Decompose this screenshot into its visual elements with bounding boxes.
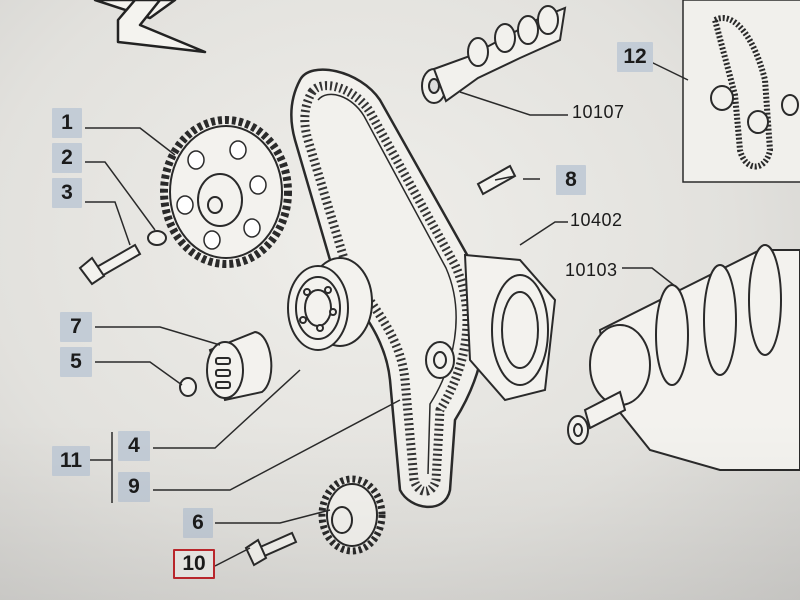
part-label-2[interactable]: 2 (52, 143, 82, 173)
part-label-8[interactable]: 8 (556, 165, 586, 195)
part-label-9[interactable]: 9 (118, 472, 150, 502)
part-label-1[interactable]: 1 (52, 108, 82, 138)
tensioner-bearing-drawing (287, 257, 373, 351)
pump-housing-drawing (425, 253, 557, 402)
part-label-4[interactable]: 4 (118, 431, 150, 461)
part-label-6[interactable]: 6 (183, 508, 213, 538)
inset-panel (682, 0, 800, 183)
part-label-5[interactable]: 5 (60, 347, 92, 377)
part-label-3[interactable]: 3 (52, 178, 82, 208)
camshaft-drawing (421, 5, 567, 104)
crankshaft-drawing (567, 244, 800, 471)
camshaft-sprocket-drawing (160, 116, 292, 268)
bolt-drawing (78, 243, 142, 286)
arrow-icon (93, 0, 207, 54)
leader-line-camshaft (459, 91, 568, 116)
leader-line-pump (519, 221, 568, 246)
part-label-10[interactable]: 10 (173, 549, 215, 579)
part-leader-lines (85, 127, 540, 567)
part-label-7[interactable]: 7 (60, 312, 92, 342)
leader-line-crankshaft (622, 267, 681, 291)
code-label-crankshaft[interactable]: 10103 (565, 260, 618, 280)
leader-line-inset (650, 61, 689, 81)
code-label-pump[interactable]: 10402 (570, 210, 623, 230)
idler-hub-drawing (206, 330, 273, 402)
crank-bolt-drawing (244, 531, 298, 567)
washer-drawing (147, 230, 167, 246)
crank-sprocket-drawing (318, 475, 386, 555)
part-label-12[interactable]: 12 (617, 42, 653, 72)
part-label-11[interactable]: 11 (52, 446, 90, 476)
nut-drawing (179, 377, 197, 397)
code-label-camshaft[interactable]: 10107 (572, 102, 625, 122)
